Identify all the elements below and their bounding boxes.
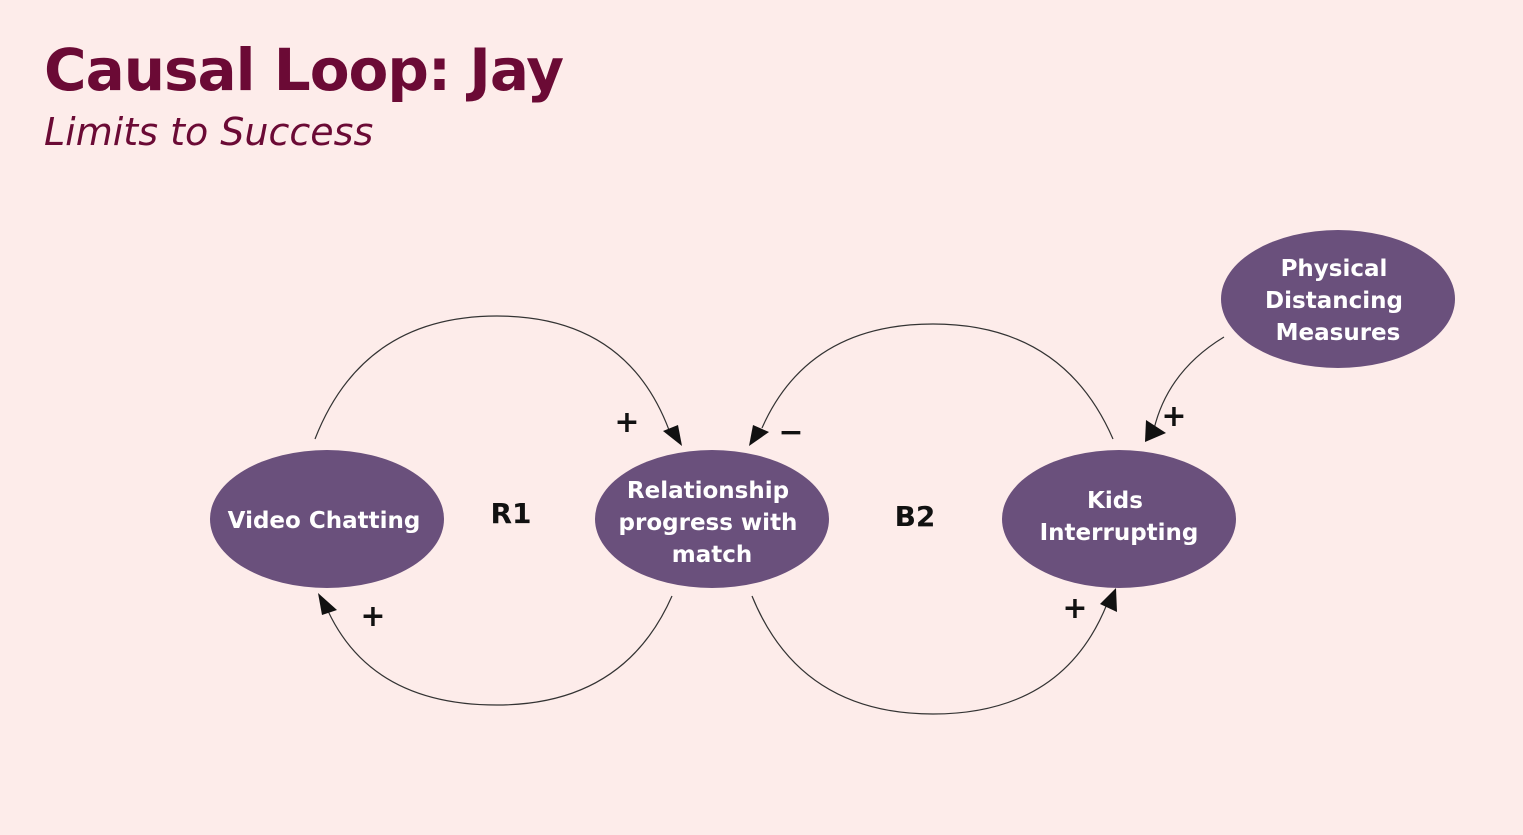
sign-kids-to-relationship: − bbox=[778, 415, 803, 450]
sign-distancing-to-kids: + bbox=[1161, 399, 1186, 434]
loop-label-r1: R1 bbox=[490, 497, 531, 530]
node-relationship-progress-shape bbox=[595, 450, 829, 588]
node-physical-distancing-shape bbox=[1221, 230, 1455, 368]
link-relationship-to-video bbox=[318, 593, 673, 706]
link-distancing-to-kids-curve bbox=[1153, 336, 1225, 430]
page-title: Causal Loop: Jay bbox=[44, 36, 564, 104]
link-relationship-to-kids-curve bbox=[751, 595, 1108, 715]
node-physical-distancing-label: Physical Distancing Measures bbox=[1265, 256, 1411, 346]
node-kids-interrupting-shape bbox=[1002, 450, 1236, 588]
node-kids-interrupting-line-1: Kids bbox=[1087, 488, 1143, 514]
node-physical-distancing: Physical Distancing Measures bbox=[1221, 230, 1455, 368]
node-physical-distancing-line-1: Physical bbox=[1281, 256, 1388, 282]
node-video-chatting-shape bbox=[210, 450, 444, 588]
node-relationship-progress: Relationship progress with match bbox=[595, 450, 829, 588]
link-kids-to-relationship bbox=[749, 323, 1114, 446]
node-kids-interrupting-line-2: Interrupting bbox=[1040, 520, 1199, 546]
link-distancing-to-kids bbox=[1145, 336, 1225, 442]
node-relationship-progress-line-1: Relationship bbox=[627, 478, 789, 504]
link-video-to-relationship bbox=[314, 315, 682, 446]
node-video-chatting: Video Chatting bbox=[210, 450, 444, 588]
loop-label-b2: B2 bbox=[895, 500, 936, 533]
link-relationship-to-video-curve bbox=[327, 595, 673, 706]
node-relationship-progress-label: Relationship progress with match bbox=[619, 478, 806, 568]
node-physical-distancing-line-3: Measures bbox=[1276, 320, 1401, 346]
node-kids-interrupting-label: Kids Interrupting bbox=[1040, 488, 1199, 546]
node-physical-distancing-line-2: Distancing bbox=[1265, 288, 1403, 314]
node-video-chatting-line-1: Video Chatting bbox=[228, 508, 421, 534]
arrowhead-icon bbox=[318, 593, 337, 615]
arrowhead-icon bbox=[1100, 588, 1117, 612]
arrowhead-icon bbox=[749, 425, 769, 446]
node-relationship-progress-line-2: progress with bbox=[619, 510, 798, 536]
arrowhead-icon bbox=[1145, 420, 1166, 442]
node-video-chatting-label: Video Chatting bbox=[228, 508, 421, 534]
arrowhead-icon bbox=[663, 425, 682, 446]
page-subtitle: Limits to Success bbox=[44, 110, 374, 154]
node-relationship-progress-line-3: match bbox=[672, 542, 753, 568]
link-relationship-to-kids bbox=[751, 588, 1117, 715]
link-video-to-relationship-curve bbox=[314, 315, 670, 440]
link-kids-to-relationship-curve bbox=[761, 323, 1114, 440]
sign-relationship-to-kids: + bbox=[1062, 591, 1087, 626]
sign-relationship-to-video: + bbox=[360, 599, 385, 634]
node-kids-interrupting: Kids Interrupting bbox=[1002, 450, 1236, 588]
sign-video-to-relationship: + bbox=[614, 405, 639, 440]
